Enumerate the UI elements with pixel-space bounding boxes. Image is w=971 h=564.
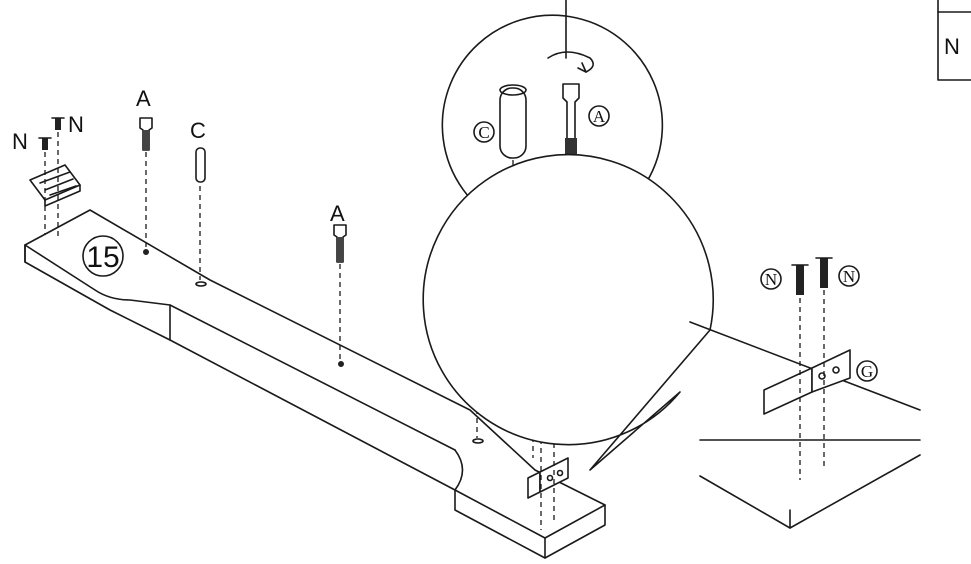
cam-bolt-a-left	[139, 117, 153, 255]
label-a-left: A	[136, 86, 151, 111]
screw-n-left-2	[51, 117, 65, 240]
dowel-c-left	[195, 147, 207, 287]
callout-label-n-1: N	[765, 270, 777, 289]
step-number: 15	[86, 241, 119, 274]
callout-label-g: G	[861, 362, 873, 381]
cam-bolt-a-middle	[333, 224, 347, 367]
callout-label-c: C	[478, 123, 489, 142]
label-a-middle: A	[330, 201, 345, 226]
legend-box: N	[937, 0, 971, 81]
board-panel	[24, 209, 606, 559]
label-c-left: C	[190, 118, 206, 143]
legend-label-n: N	[944, 34, 960, 59]
label-n-left-1: N	[12, 129, 28, 154]
label-n-left-2: N	[68, 112, 84, 137]
bracket-left	[29, 164, 81, 207]
screw-n-left-1	[38, 137, 52, 235]
step-number-badge: 15	[82, 235, 124, 277]
callout-label-a: A	[593, 107, 606, 126]
callout-label-n-2: N	[843, 267, 855, 286]
callout-bottom-right: N N G	[422, 153, 921, 529]
